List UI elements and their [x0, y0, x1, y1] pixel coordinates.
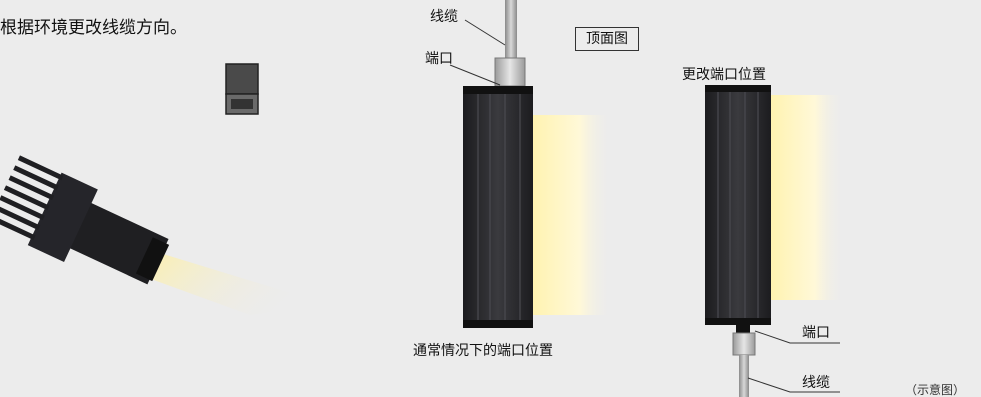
connector-icon-small — [225, 63, 259, 115]
leader-cable-top — [464, 19, 506, 46]
label-top-view: 顶面图 — [575, 27, 639, 51]
label-cable-top: 线缆 — [430, 9, 458, 25]
light-beam-changed — [770, 95, 845, 300]
label-cable-bottom: 线缆 — [802, 375, 830, 391]
cable-bottom — [739, 355, 749, 397]
label-port-bottom: 端口 — [802, 325, 830, 341]
headline: 根据环境更改线缆方向。 — [0, 18, 187, 38]
caption-changed-port: 更改端口位置 — [682, 67, 766, 83]
cable-top — [505, 0, 517, 60]
light-beam-normal — [532, 115, 612, 315]
housing-normal — [463, 86, 533, 328]
port-connector-top — [494, 57, 526, 87]
port-connector-bottom — [732, 332, 756, 356]
light-unit-changed — [705, 85, 845, 397]
housing-changed — [705, 85, 771, 325]
caption-normal-port: 通常情况下的端口位置 — [413, 343, 553, 359]
leader-cable-bottom — [747, 377, 840, 393]
schematic-note: （示意图） — [905, 383, 966, 397]
angled-light-beam — [140, 250, 330, 315]
angled-light-unit — [0, 155, 330, 315]
leader-port-bottom — [754, 330, 840, 344]
light-unit-normal — [449, 0, 612, 328]
leader-port-top — [449, 64, 501, 86]
label-port-top: 端口 — [425, 51, 453, 67]
